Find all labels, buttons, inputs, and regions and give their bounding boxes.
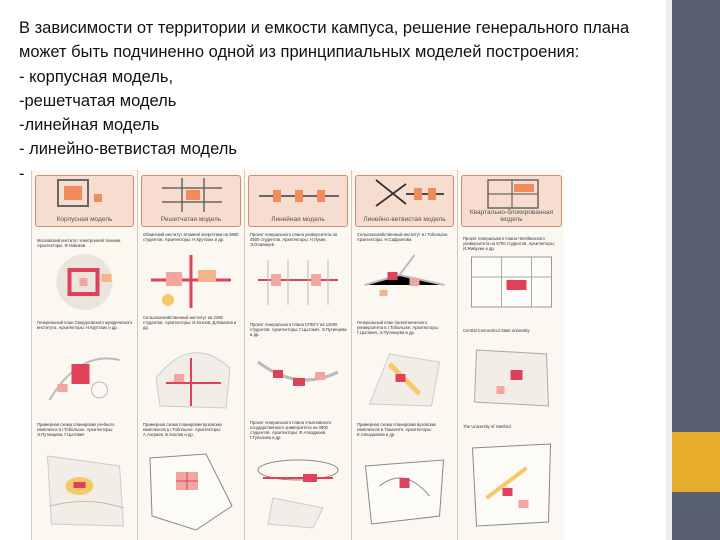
plan-caption: Сельскохозяйственный институт в г.Тоболь… bbox=[357, 232, 449, 242]
figure-column: Линейно-ветвистая модель Сельскохозяйств… bbox=[352, 170, 458, 540]
list-item: -линейная модель bbox=[19, 116, 160, 135]
site-plan-image bbox=[38, 340, 131, 410]
decor-bar-light bbox=[666, 0, 672, 540]
model-schematic-icon bbox=[375, 179, 444, 207]
plan-caption: Генеральный план Свердловского юридическ… bbox=[37, 320, 133, 330]
site-plan-image bbox=[144, 338, 238, 412]
plan-caption: Проект генерального плана Ульяновского г… bbox=[250, 420, 332, 440]
figure-column: Корпусная модель Московский институт эле… bbox=[32, 170, 138, 540]
site-plan-image bbox=[38, 250, 131, 314]
campus-models-figure: Корпусная модель Московский институт эле… bbox=[31, 170, 564, 540]
site-plan-image bbox=[251, 448, 345, 532]
site-plan-image bbox=[251, 342, 345, 410]
plan-caption: Примерная схема планировки вузовских ком… bbox=[357, 422, 437, 437]
model-schematic-icon bbox=[487, 179, 539, 209]
plan-caption: Проект генерального плана Челябинского у… bbox=[463, 236, 555, 251]
site-plan-image bbox=[144, 446, 238, 532]
plan-caption: Примерная схема планировки вузовских ком… bbox=[143, 422, 223, 437]
plan-caption: Генеральный план полиэтнического универс… bbox=[357, 320, 439, 335]
list-item: - линейно-ветвистая модель bbox=[19, 140, 237, 159]
site-plan-image bbox=[358, 250, 451, 312]
model-header: Решетчатая модель bbox=[141, 175, 241, 227]
decor-bar-accent bbox=[672, 432, 720, 492]
site-plan-image bbox=[358, 344, 451, 412]
model-header-label: Линейно-ветвистая модель bbox=[363, 216, 446, 223]
model-schematic-icon bbox=[57, 179, 102, 207]
intro-paragraph: В зависимости от территории и емкости ка… bbox=[19, 19, 630, 62]
model-header-label: Корпусная модель bbox=[56, 216, 113, 223]
plan-caption: Проект генерального плана СПБГУ на 12000… bbox=[250, 322, 347, 337]
figure-column: Квартально-блокированная модель Проект г… bbox=[458, 170, 564, 540]
plan-caption: The University of Hartford bbox=[463, 424, 511, 429]
model-header: Корпусная модель bbox=[35, 175, 134, 227]
model-header: Линейно-ветвистая модель bbox=[355, 175, 454, 227]
site-plan-image bbox=[464, 438, 559, 532]
site-plan-image bbox=[464, 340, 559, 412]
site-plan-image bbox=[464, 252, 559, 312]
text-block: В зависимости от территории и емкости ка… bbox=[19, 16, 659, 186]
site-plan-image bbox=[358, 446, 451, 532]
site-plan-image bbox=[38, 446, 131, 532]
model-schematic-icon bbox=[259, 190, 339, 202]
plan-caption: Сельскохозяйственный институт на 2280 ст… bbox=[143, 315, 237, 330]
plan-caption: Обнинский институт атомной энергетики на… bbox=[143, 232, 239, 242]
list-item: - корпусная модель, bbox=[19, 67, 174, 86]
model-header-label: Квартально-блокированная модель bbox=[469, 209, 554, 223]
model-header: Линейная модель bbox=[248, 175, 348, 227]
plan-caption: Московский институт электронной техники.… bbox=[37, 238, 122, 248]
list-item: - bbox=[19, 164, 25, 183]
plan-caption: Проект генерального плана университета н… bbox=[250, 232, 338, 247]
model-header-label: Решетчатая модель bbox=[160, 216, 222, 223]
model-header: Квартально-блокированная модель bbox=[461, 175, 562, 227]
figure-column: Линейная модель Проект генерального план… bbox=[245, 170, 352, 540]
site-plan-image bbox=[144, 250, 238, 312]
model-schematic-icon bbox=[162, 178, 222, 212]
plan-caption: Central Connecticut State university bbox=[463, 328, 530, 333]
site-plan-image bbox=[251, 250, 345, 312]
list-item: -решетчатая модель bbox=[19, 91, 177, 110]
figure-column: Решетчатая модель Обнинский институт ато… bbox=[138, 170, 245, 540]
plan-caption: Примерная схема планировки учебного комп… bbox=[37, 422, 115, 437]
model-header-label: Линейная модель bbox=[271, 216, 325, 223]
